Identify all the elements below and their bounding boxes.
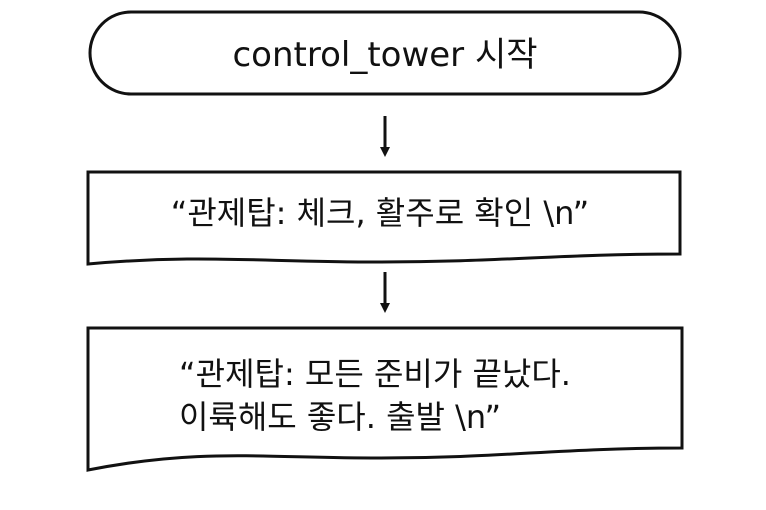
output-document-2-shape xyxy=(86,326,684,472)
output-document-1-shape xyxy=(86,170,682,266)
start-terminal-label: control_tower 시작 xyxy=(232,35,537,75)
output-document-2-label-line-2: 이륙해도 좋다. 출발 \n” xyxy=(179,398,501,436)
output-document-2: “관제탑: 모든 준비가 끝났다. 이륙해도 좋다. 출발 \n” xyxy=(86,326,684,472)
output-document-1: “관제탑: 체크, 활주로 확인 \n” xyxy=(86,170,682,266)
output-document-1-label: “관제탑: 체크, 활주로 확인 \n” xyxy=(171,194,590,232)
start-terminal-shape xyxy=(88,10,682,96)
start-terminal: control_tower 시작 xyxy=(88,10,682,96)
output-document-2-label-line-1: “관제탑: 모든 준비가 끝났다. xyxy=(179,355,571,393)
